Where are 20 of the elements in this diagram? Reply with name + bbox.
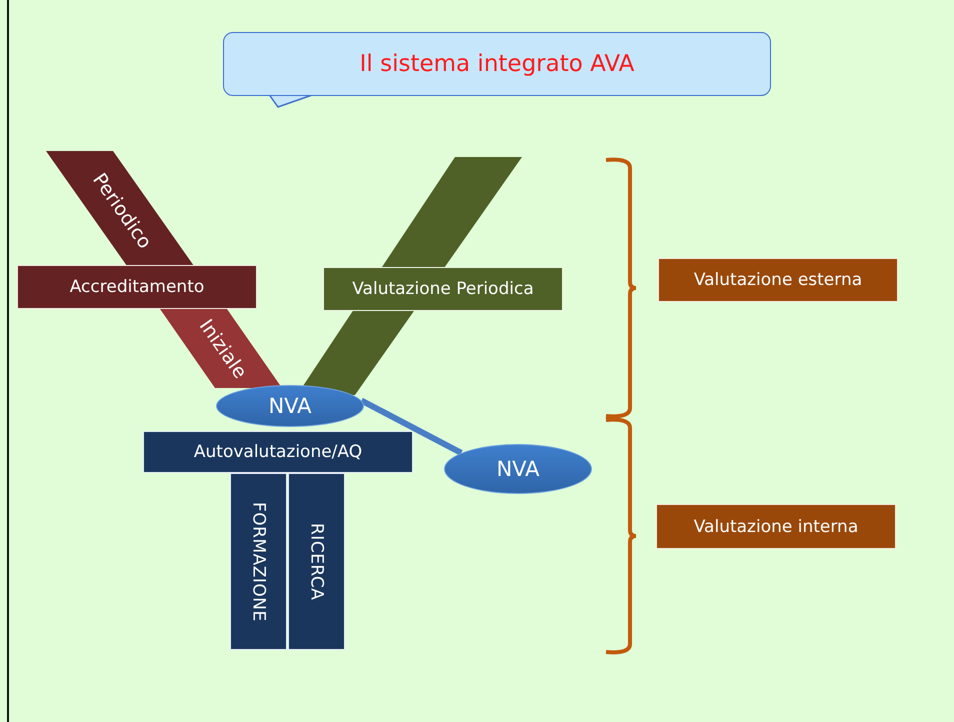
connector-line	[360, 398, 463, 456]
column-box	[288, 473, 345, 650]
label-box	[656, 504, 896, 549]
label-box	[17, 265, 257, 309]
title: Il sistema integrato AVA	[360, 51, 634, 77]
diagonal-band	[46, 151, 194, 266]
box-label: Autovalutazione/AQ	[194, 442, 362, 462]
box-label: RICERCA	[306, 522, 326, 600]
box-label: Accreditamento	[70, 277, 204, 297]
label-box	[143, 431, 413, 473]
box-label: Valutazione interna	[694, 516, 858, 536]
box-label: Valutazione Periodica	[352, 279, 534, 299]
diagonal-band	[160, 309, 282, 388]
column-box	[230, 473, 287, 650]
box-label: FORMAZIONE	[248, 502, 268, 622]
box-label: NVA	[496, 457, 540, 481]
label-box	[323, 267, 563, 311]
box-label: NVA	[268, 394, 312, 418]
label-box	[658, 258, 898, 302]
box-label: Valutazione esterna	[694, 270, 862, 290]
